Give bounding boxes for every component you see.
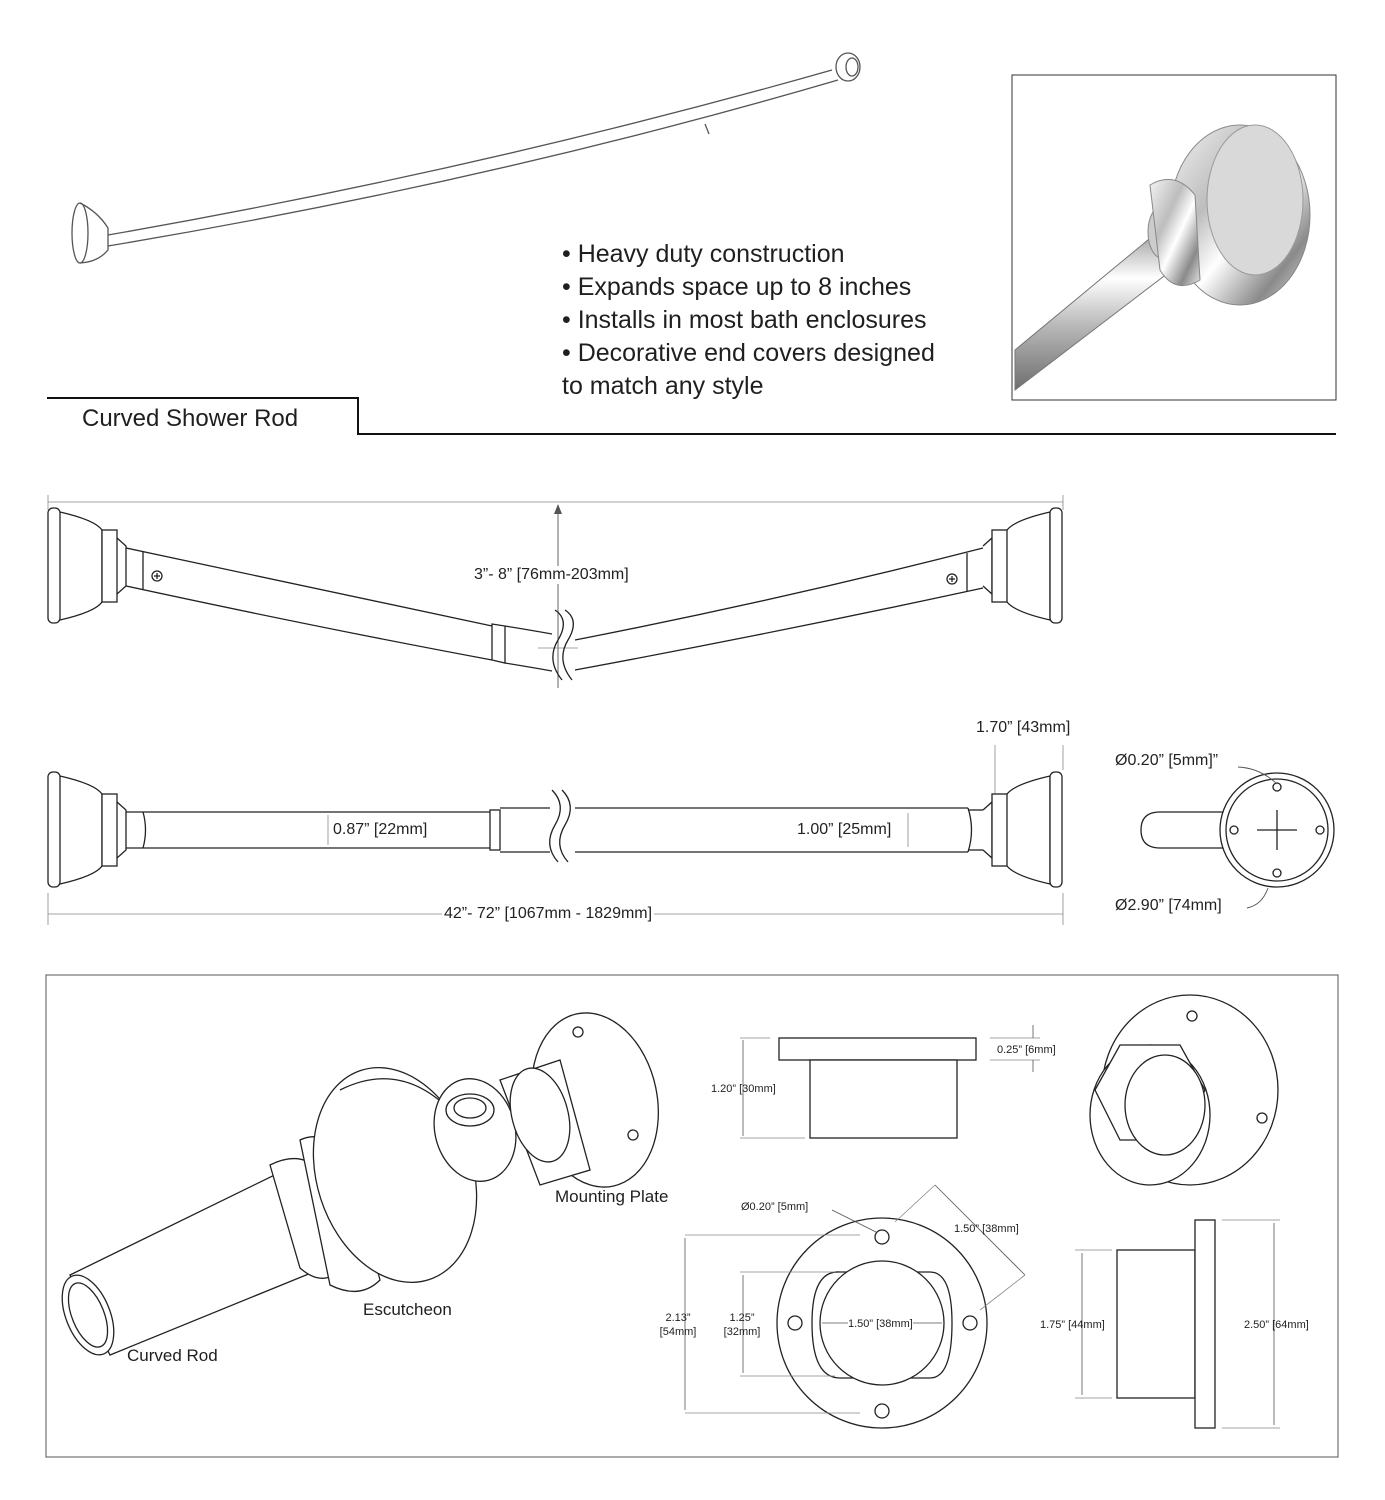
exploded-assembly: [61, 1012, 659, 1356]
plate-side-view: [1075, 1219, 1280, 1429]
escutcheon-depth-label: 1.70” [43mm]: [976, 719, 1071, 736]
plate-isometric: [1089, 994, 1279, 1186]
section-title: Curved Shower Rod: [82, 405, 299, 432]
plate-height-label: 1.20” [30mm]: [711, 1083, 776, 1095]
inner-height-mm: [32mm]: [723, 1326, 761, 1338]
hole-dia-label: Ø0.20” [5mm]”: [1115, 752, 1219, 769]
side-height-label: 1.75” [44mm]: [1040, 1319, 1105, 1331]
inner-height-label: 1.25” [32mm]: [720, 1311, 764, 1339]
mounting-plate-label: Mounting Plate: [555, 1187, 669, 1206]
feature-item: to match any style: [562, 372, 764, 400]
plate-hole-dia-label: Ø0.20” [5mm]: [741, 1201, 809, 1213]
curve-depth-label: 3”- 8” [76mm-203mm]: [474, 566, 629, 584]
inner-width-label: 1.50” [38mm]: [848, 1317, 913, 1331]
escutcheon-photo: [1011, 74, 1337, 401]
top-view-drawing: [47, 495, 1064, 688]
rod-sketch: [71, 52, 861, 264]
feature-item: • Decorative end covers designed: [562, 339, 935, 367]
outer-height-inch: 2.13”: [665, 1312, 691, 1324]
detail-frame: [45, 974, 1339, 1458]
title-divider: [47, 397, 1336, 435]
escutcheon-dia-label: Ø2.90” [74mm]: [1115, 897, 1222, 914]
overall-length-label: 42”- 72” [1067mm - 1829mm]: [442, 905, 655, 923]
side-view-drawing: [47, 745, 1064, 925]
escutcheon-label: Escutcheon: [363, 1300, 452, 1319]
feature-item: • Heavy duty construction: [562, 240, 845, 268]
side-total-label: 2.50” [64mm]: [1244, 1319, 1309, 1331]
feature-item: • Installs in most bath enclosures: [562, 306, 927, 334]
hole-spacing-label: 1.50” [38mm]: [954, 1223, 1019, 1235]
end-view-drawing: [1140, 766, 1335, 909]
feature-item: • Expands space up to 8 inches: [562, 273, 912, 301]
inner-height-inch: 1.25”: [729, 1312, 755, 1324]
flange-thickness-label: 0.25” [6mm]: [997, 1044, 1056, 1056]
curved-rod-label: Curved Rod: [127, 1346, 218, 1365]
plate-cross-section: [740, 1025, 1040, 1139]
outer-height-mm: [54mm]: [659, 1326, 697, 1338]
outer-rod-dia-label: 1.00” [25mm]: [797, 821, 892, 838]
inner-rod-dia-label: 0.87” [22mm]: [333, 821, 428, 838]
feature-list: • Heavy duty construction • Expands spac…: [562, 238, 935, 403]
outer-height-label: 2.13” [54mm]: [658, 1311, 698, 1339]
